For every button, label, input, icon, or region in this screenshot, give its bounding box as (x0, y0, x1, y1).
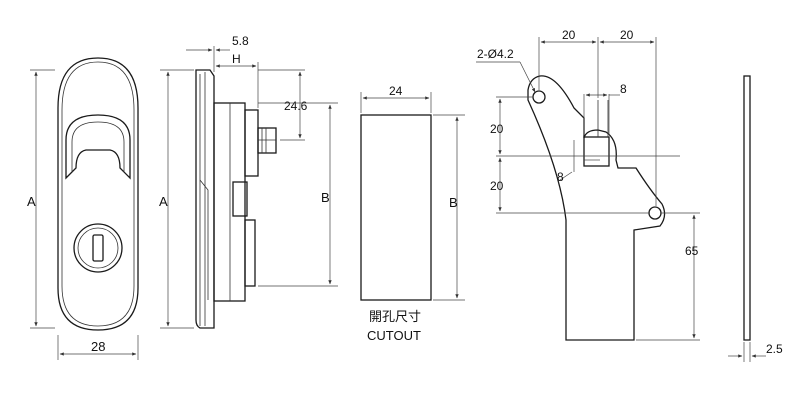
side-body-dim: B (321, 190, 330, 205)
cam-hole-label: 2-Ø4.2 (477, 47, 514, 61)
front-handle-recess (65, 114, 131, 180)
cam-left-slot-dim: 8 (557, 170, 564, 184)
cutout-rect (360, 114, 432, 301)
side-panel (213, 102, 246, 302)
cutout-caption-cn: 開孔尺寸 (369, 309, 421, 324)
side-top-dim: 5.8 (232, 34, 249, 48)
plate-edge (743, 75, 751, 341)
cam-slot (583, 136, 610, 167)
cam-left-upper-dim: 20 (490, 122, 504, 136)
cam-view: 2-Ø4.2 20 20 8 20 20 8 65 (476, 28, 700, 341)
front-view: A 28 (27, 57, 139, 360)
front-width-label: 28 (91, 339, 105, 354)
side-bolt (257, 127, 277, 154)
plate-view: 2.5 (728, 75, 783, 362)
cutout-height-label: B (449, 195, 458, 210)
cutout-width-label: 24 (389, 84, 403, 98)
front-body-outline (57, 57, 139, 331)
side-nut (244, 109, 259, 177)
front-handle-inner (71, 121, 125, 172)
keyhole-cylinder-inner (77, 227, 119, 269)
cam-top-right-dim: 20 (620, 28, 634, 42)
cam-left-lower-dim: 20 (490, 179, 504, 193)
cutout-view: 24 B 開孔尺寸 CUTOUT (360, 84, 465, 343)
cam-slot-dim: 8 (620, 82, 627, 96)
side-clip (232, 181, 248, 217)
cam-hole-bottom (648, 206, 662, 220)
cam-height-dim: 65 (685, 244, 699, 258)
plate-thickness-dim: 2.5 (766, 342, 783, 356)
side-offset-dim: 24.6 (284, 99, 308, 113)
front-body-inner (61, 61, 135, 327)
cam-top-left-dim: 20 (562, 28, 576, 42)
keyhole-cylinder (73, 223, 123, 273)
side-h-dim: H (232, 52, 241, 66)
side-view: A 5.8 H 24.6 B (159, 34, 338, 329)
key-slot (92, 234, 104, 262)
cutout-caption-en: CUTOUT (367, 328, 421, 343)
cam-hole-top (532, 90, 546, 104)
cam-plate-outline (527, 75, 666, 341)
front-height-label: A (27, 194, 36, 209)
side-height-label: A (159, 194, 168, 209)
side-cylinder (244, 219, 256, 287)
